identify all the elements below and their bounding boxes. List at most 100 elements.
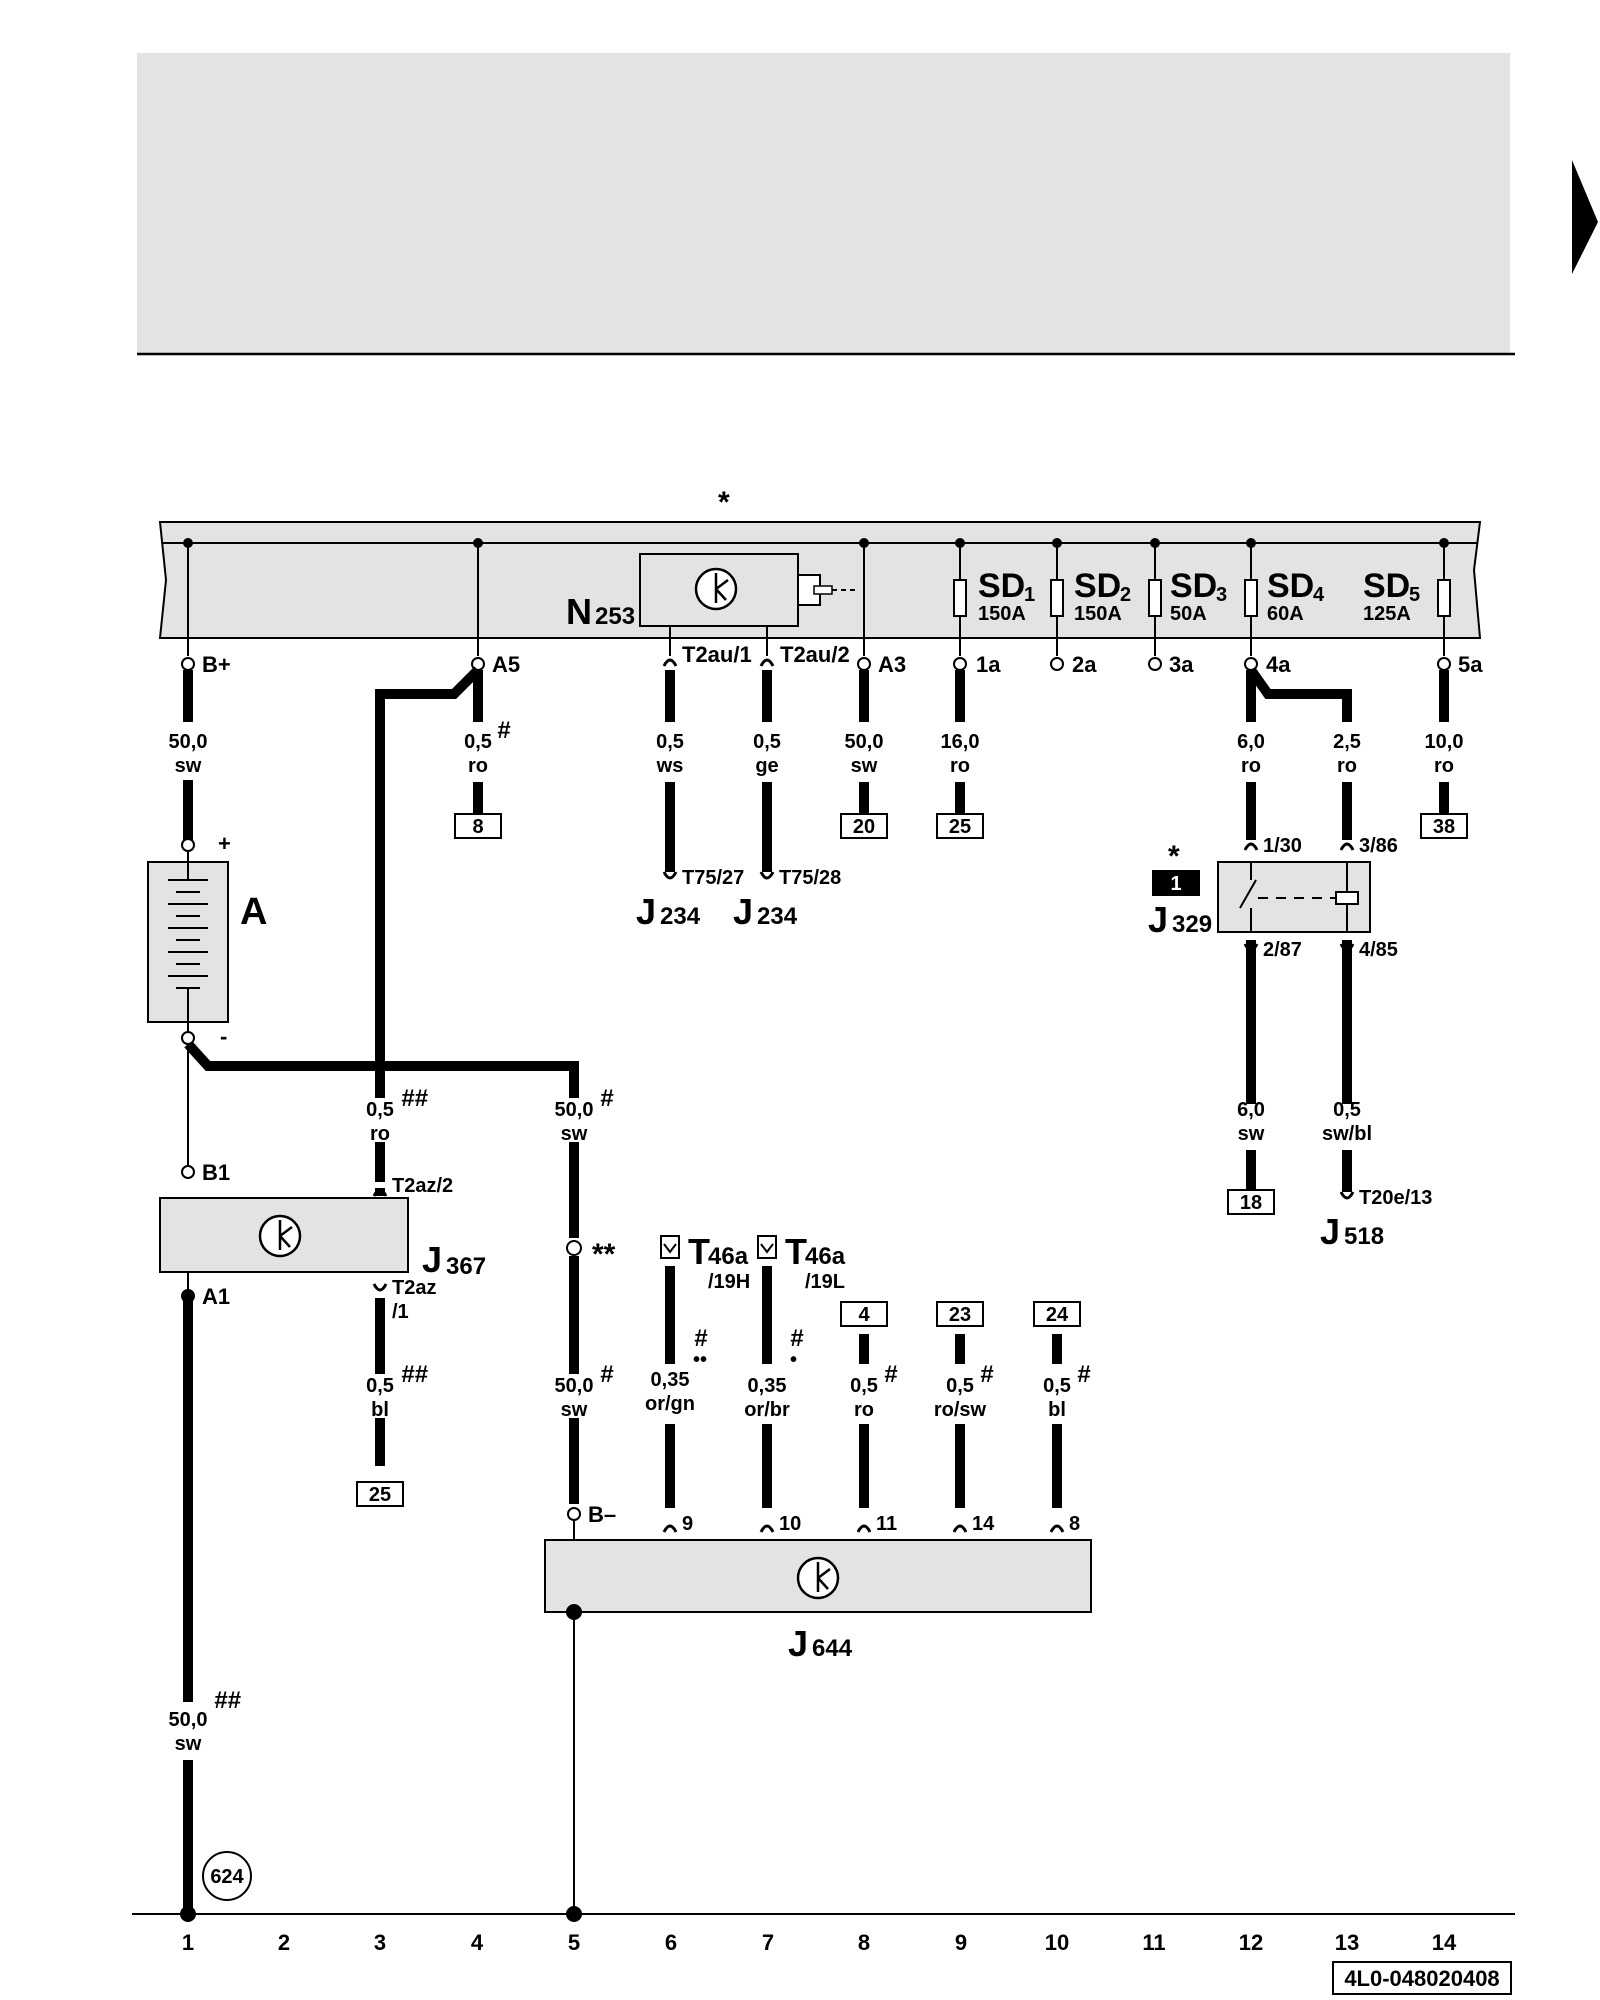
- j644-pin-10: 10: [779, 1513, 801, 1535]
- column-14: 14: [1432, 1930, 1457, 1955]
- ref-20: 20: [853, 816, 875, 838]
- wire-1a-size: 16,0: [941, 731, 980, 753]
- j329-badge-label: 1: [1170, 873, 1181, 895]
- j367-pin-2: T2az/2: [392, 1175, 453, 1197]
- fuse-sd2-index: 2: [1120, 584, 1131, 606]
- column-5: 5: [568, 1930, 580, 1955]
- j234b-id: J: [733, 891, 753, 932]
- wire-287-color: sw: [1238, 1123, 1265, 1145]
- j329-badge: [1152, 870, 1200, 896]
- j234a-id: J: [636, 891, 656, 932]
- terminal-labels-top: B+ A5 T2au/1 T2au/2 A3 1a 2a 3a 4a 5a: [202, 642, 1483, 677]
- j518-pin: T20e/13: [1359, 1187, 1432, 1209]
- term-2a: 2a: [1072, 652, 1097, 677]
- wire-orgn-color: or/gn: [645, 1393, 695, 1415]
- ref-24: 24: [1046, 1304, 1069, 1326]
- wire-485-size: 0,5: [1333, 1099, 1361, 1121]
- j329-id: J: [1148, 899, 1168, 940]
- wire-485-color: sw/bl: [1322, 1123, 1372, 1145]
- term-a3: A3: [878, 652, 906, 677]
- next-page-arrow[interactable]: [1572, 160, 1598, 274]
- column-7: 7: [762, 1930, 774, 1955]
- t46l-id: T: [785, 1231, 807, 1272]
- battery-plus-label: +: [218, 831, 231, 856]
- wire-ground-size: 50,0: [169, 1709, 208, 1731]
- wire-col5b-color: sw: [561, 1399, 588, 1421]
- battery-cells: [168, 851, 208, 1032]
- wire-c9-size: 0,5: [946, 1375, 974, 1397]
- wire-4a-color: ro: [1241, 755, 1261, 777]
- header-band: [137, 53, 1510, 353]
- wire-bl-size: 0,5: [366, 1375, 394, 1397]
- dot-19l: •: [790, 1349, 797, 1371]
- battery-plus-terminal: [181, 838, 195, 852]
- ref-18: 18: [1240, 1192, 1262, 1214]
- wire-1a-color: ro: [950, 755, 970, 777]
- column-6: 6: [665, 1930, 677, 1955]
- thick-wires: [183, 666, 1449, 1912]
- wire-b-size: 50,0: [169, 731, 208, 753]
- wire-ground-color: sw: [175, 1733, 202, 1755]
- terminal-bminus: [567, 1507, 581, 1521]
- wire-col5b-size: 50,0: [555, 1375, 594, 1397]
- t46h-pin: /19H: [708, 1271, 750, 1293]
- wire-b-color: sw: [175, 755, 202, 777]
- fuse-sd2-name: SD: [1074, 567, 1121, 605]
- term-a1: A1: [202, 1284, 230, 1309]
- fuse-sd4: [1244, 579, 1258, 617]
- ref-23: 23: [949, 1304, 971, 1326]
- wire-orbr-color: or/br: [744, 1399, 790, 1421]
- term-3a: 3a: [1169, 652, 1194, 677]
- j518-pin-mark: [1339, 1191, 1355, 1200]
- ground-point-circle: [202, 1851, 252, 1901]
- fuse-sd4-index: 4: [1313, 584, 1325, 606]
- junction-j644: [566, 1604, 582, 1620]
- ref-25b: 25: [369, 1484, 391, 1506]
- ref-25: 25: [949, 816, 971, 838]
- j367-pin-1b: /1: [392, 1301, 409, 1323]
- fuse-symbols: [953, 579, 1451, 617]
- j329-pin-labels: 1/30 3/86 2/87 4/85: [1263, 835, 1398, 961]
- hash-orgn: #: [694, 1325, 708, 1352]
- ground-junction-5: [566, 1906, 582, 1922]
- j234-pin-marks: [662, 871, 775, 880]
- j329-pin-287: 2/87: [1263, 939, 1302, 961]
- term-b1: B1: [202, 1160, 230, 1185]
- fuse-sd5: [1437, 579, 1451, 617]
- fuse-sd2-rating: 150A: [1074, 603, 1122, 625]
- battery-minus-terminal: [181, 1031, 195, 1045]
- fuse-sd3: [1148, 579, 1162, 617]
- j234a-sub: 234: [660, 903, 701, 930]
- terminal-circles-top: [181, 657, 1451, 671]
- hash-a5: #: [497, 717, 511, 744]
- fuse-sd1-index: 1: [1024, 584, 1035, 606]
- wire-a3-color: sw: [851, 755, 878, 777]
- fuse-sd1-name: SD: [978, 567, 1025, 605]
- terminal-b1: [181, 1165, 195, 1179]
- column-8: 8: [858, 1930, 870, 1955]
- j234a-pin: T75/27: [682, 867, 744, 889]
- wire-col3-color: ro: [370, 1123, 390, 1145]
- hash-c9: #: [980, 1361, 994, 1388]
- fuse-labels: SD 1 150A SD 2 150A SD 3 50A SD 4 60A SD…: [978, 567, 1420, 625]
- term-a5: A5: [492, 652, 520, 677]
- wire-col5-color: sw: [561, 1123, 588, 1145]
- j329-internals: [1239, 862, 1359, 932]
- t46l-sub: 46a: [805, 1243, 846, 1270]
- battery-minus-label: -: [220, 1024, 227, 1049]
- t46a-connectors: [660, 1235, 777, 1259]
- j329-pin-marks: [1243, 842, 1355, 952]
- wire-c8-color: ro: [854, 1399, 874, 1421]
- j644-pin-9: 9: [682, 1513, 693, 1535]
- hash-col5: #: [600, 1085, 614, 1112]
- wire-c10-color: bl: [1048, 1399, 1066, 1421]
- j367-pin-1a: T2az: [392, 1277, 436, 1299]
- j644-pin-8: 8: [1069, 1513, 1080, 1535]
- fuse-sd3-index: 3: [1216, 584, 1227, 606]
- t46h-id: T: [688, 1231, 710, 1272]
- fuse-sd5-name: SD: [1363, 567, 1410, 605]
- wire-a5-size: 0,5: [464, 731, 492, 753]
- wire-c9-color: ro/sw: [934, 1399, 987, 1421]
- fuse-sd3-name: SD: [1170, 567, 1217, 605]
- j644-pin-11: 11: [876, 1513, 897, 1535]
